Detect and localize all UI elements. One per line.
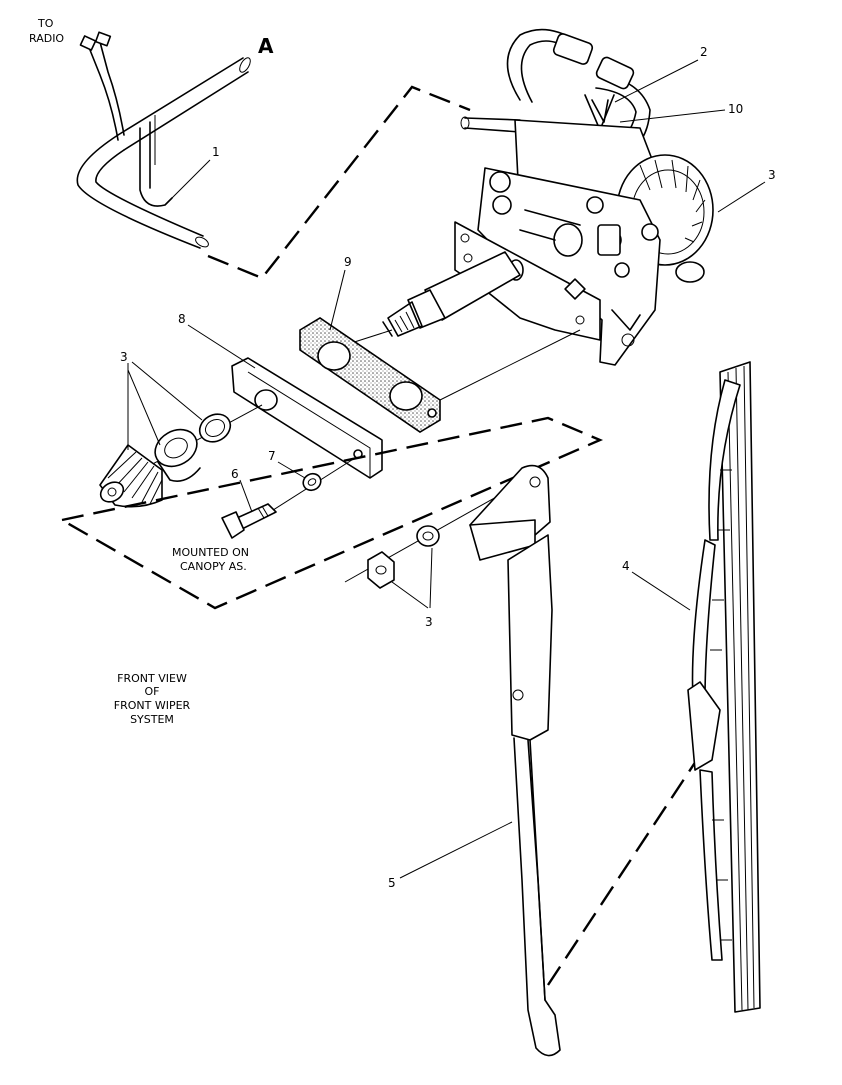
caption-line2: OF xyxy=(145,685,160,698)
callout-7: 7 xyxy=(268,449,276,463)
washer-small xyxy=(302,472,322,492)
callout-1: 1 xyxy=(212,145,220,159)
caption-line1: FRONT VIEW xyxy=(117,672,187,685)
gasket xyxy=(299,317,441,433)
wire-harness xyxy=(76,31,251,249)
bolt xyxy=(221,503,277,539)
to-radio-label-line2: RADIO xyxy=(29,32,64,45)
mounted-label-line1: MOUNTED ON xyxy=(172,546,249,559)
view-letter: A xyxy=(258,34,274,58)
callout-6: 6 xyxy=(231,467,239,481)
spacer-plate xyxy=(231,357,383,479)
callout-2: 2 xyxy=(700,45,708,59)
wiper-motor xyxy=(382,28,714,366)
mounted-label-line2: CANOPY AS. xyxy=(180,560,247,573)
leader-lines xyxy=(127,59,766,879)
callout-4: 4 xyxy=(622,559,630,573)
wiper-blade xyxy=(687,361,761,1013)
callout-3-motor: 3 xyxy=(768,168,776,182)
upper-group-dashline xyxy=(207,85,471,280)
callout-8: 8 xyxy=(178,312,186,326)
callout-3-cap: 3 xyxy=(120,350,128,364)
callout-3-nut: 3 xyxy=(425,615,433,629)
caption-line4: SYSTEM xyxy=(130,713,174,726)
callout-5: 5 xyxy=(388,876,396,890)
screw-axis-line xyxy=(429,329,581,406)
wiper-arm xyxy=(469,464,561,1057)
to-radio-label-line1: TO xyxy=(37,17,54,30)
cap-nut-assembly xyxy=(99,413,232,508)
blade-arm-dashline xyxy=(546,754,702,986)
caption-line3: FRONT WIPER xyxy=(114,699,191,712)
lower-group-dashline xyxy=(61,416,604,610)
callout-9: 9 xyxy=(344,255,352,269)
callout-10: 10 xyxy=(728,102,743,116)
